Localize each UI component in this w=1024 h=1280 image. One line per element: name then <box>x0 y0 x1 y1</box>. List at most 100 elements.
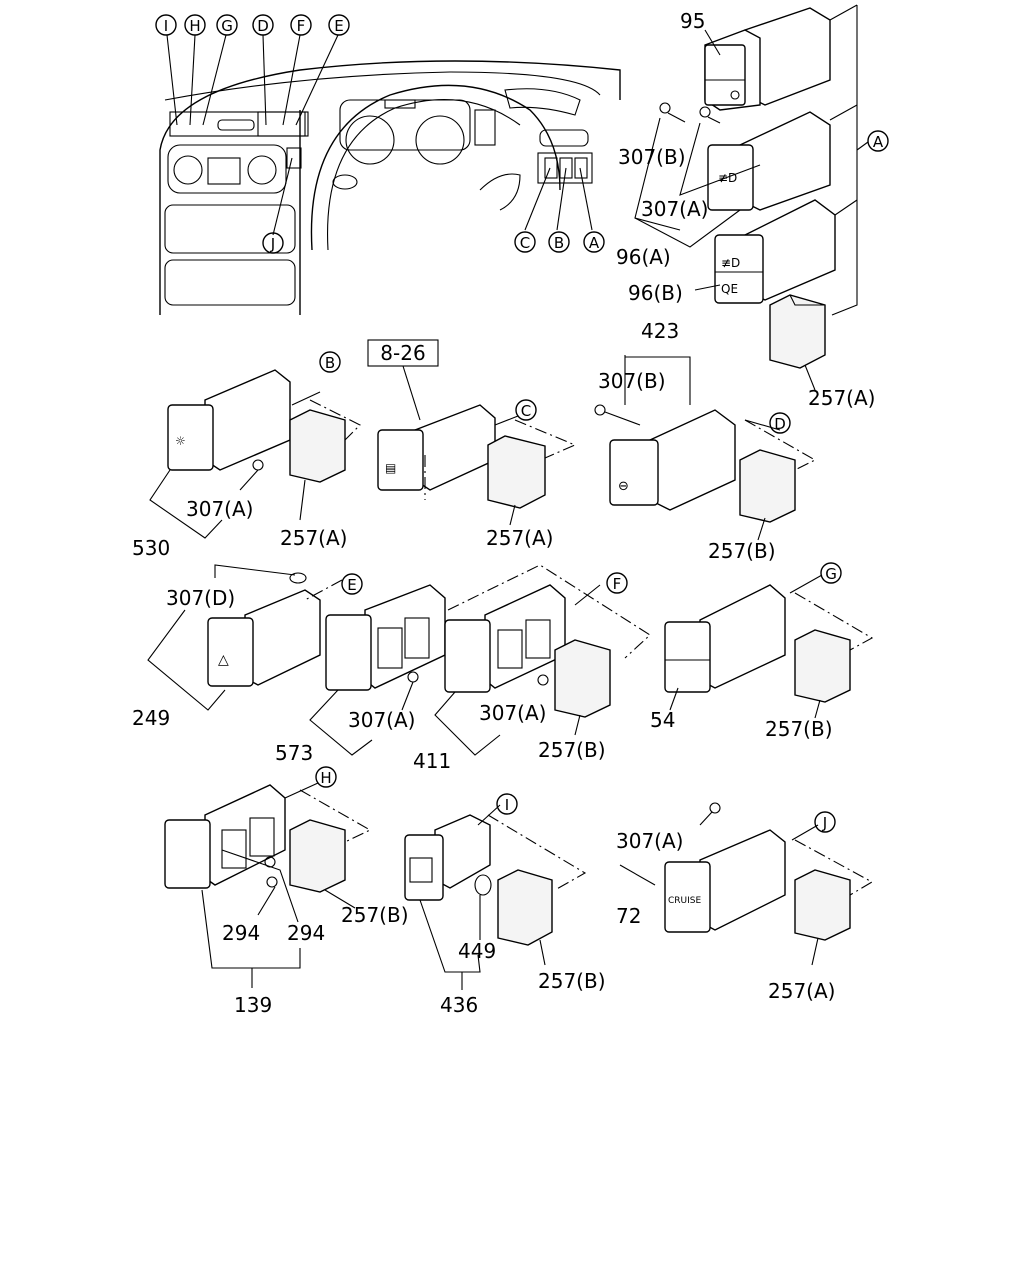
part-label: 257(B) <box>708 539 776 563</box>
svg-text:▤: ▤ <box>385 461 396 475</box>
svg-text:I: I <box>505 796 509 814</box>
part-label: 307(A) <box>616 829 683 853</box>
svg-text:QE: QE <box>721 282 738 296</box>
svg-text:B: B <box>325 354 335 372</box>
part-label: 294 <box>287 921 325 945</box>
part-label: 307(B) <box>598 369 666 393</box>
part-label: 95 <box>680 9 705 33</box>
dashboard-overview <box>159 60 621 315</box>
callout-c-detail: C <box>515 399 537 421</box>
callout-j-detail: J <box>814 811 836 833</box>
part-label: 139 <box>234 993 272 1017</box>
svg-text:H: H <box>320 769 331 787</box>
part-label: 96(B) <box>628 281 683 305</box>
callout-c: C <box>514 231 536 253</box>
callout-b-detail: B <box>319 351 341 373</box>
svg-text:E: E <box>347 576 356 594</box>
svg-text:⊖: ⊖ <box>618 479 629 494</box>
part-label: 257(B) <box>765 717 833 741</box>
detail-callouts: A B C D E F G H I J <box>315 130 889 833</box>
callout-i-detail: I <box>496 793 518 815</box>
part-label: 54 <box>650 708 675 732</box>
row-i <box>404 804 587 990</box>
part-label: 307(D) <box>166 586 235 610</box>
svg-text:A: A <box>589 234 600 252</box>
part-label: 436 <box>440 993 478 1017</box>
ref-box-label: 8-26 <box>380 341 425 365</box>
svg-text:≢D: ≢D <box>718 171 737 185</box>
svg-text:C: C <box>520 234 530 252</box>
part-label: 257(A) <box>768 979 835 1003</box>
overview-callouts: I H G D F E J C B A <box>155 14 605 254</box>
svg-text:B: B <box>554 234 564 252</box>
part-label: 307(A) <box>348 708 415 732</box>
svg-text:D: D <box>774 415 786 433</box>
callout-g-detail: G <box>820 562 842 584</box>
part-label: 96(A) <box>616 245 671 269</box>
switch-96a: ≢D <box>707 111 831 211</box>
svg-text:C: C <box>521 402 531 420</box>
svg-text:G: G <box>825 565 837 583</box>
callout-d-detail: D <box>769 412 791 434</box>
part-label: 294 <box>222 921 260 945</box>
part-label: 257(B) <box>538 969 606 993</box>
row-h <box>164 782 372 988</box>
callout-g: G <box>216 14 238 36</box>
part-label: 249 <box>132 706 170 730</box>
switch-96b: ≢D QE <box>714 199 836 304</box>
part-label: 530 <box>132 536 170 560</box>
callout-h-detail: H <box>315 766 337 788</box>
callout-b: B <box>548 231 570 253</box>
callout-f-detail: F <box>606 572 628 594</box>
part-label: 411 <box>413 749 451 773</box>
part-label: 307(B) <box>618 145 686 169</box>
callout-e: E <box>328 14 350 36</box>
svg-text:≢D: ≢D <box>721 256 740 270</box>
svg-text:F: F <box>297 17 306 35</box>
svg-text:F: F <box>613 575 622 593</box>
part-label: 449 <box>458 939 496 963</box>
callout-i: I <box>155 14 177 36</box>
callout-e-detail: E <box>341 573 363 595</box>
part-label: 257(A) <box>486 526 553 550</box>
part-label: 257(A) <box>280 526 347 550</box>
svg-text:△: △ <box>218 652 229 668</box>
row-f <box>434 564 651 756</box>
part-label: 257(B) <box>341 903 409 927</box>
cap-257a-top <box>769 294 826 369</box>
group-a: ≢D ≢D QE <box>634 4 869 391</box>
part-label: 307(A) <box>186 497 253 521</box>
part-number-labels: 95 307(B) 307(A) 96(A) 96(B) 257(A) 423 … <box>132 9 875 1017</box>
part-label: 257(A) <box>808 386 875 410</box>
row-d: ⊖ <box>594 355 817 541</box>
part-label: 423 <box>641 319 679 343</box>
svg-text:E: E <box>334 17 343 35</box>
callout-j: J <box>262 232 284 254</box>
part-label: 307(A) <box>641 197 708 221</box>
callout-a-detail: A <box>867 130 889 152</box>
svg-text:I: I <box>164 17 168 35</box>
svg-text:A: A <box>873 133 884 151</box>
svg-text:D: D <box>257 17 269 35</box>
row-c: ▤ <box>367 339 577 526</box>
svg-text:J: J <box>822 814 827 832</box>
callout-f: F <box>290 14 312 36</box>
part-label: 257(B) <box>538 738 606 762</box>
part-label: 72 <box>616 904 641 928</box>
part-label: 573 <box>275 741 313 765</box>
svg-text:J: J <box>270 235 275 253</box>
row-j: CRUISE <box>619 802 874 966</box>
callout-a: A <box>583 231 605 253</box>
row-e: △ <box>147 564 343 711</box>
callout-d: D <box>252 14 274 36</box>
screws-307-top <box>659 102 721 124</box>
svg-text:☼: ☼ <box>175 434 186 448</box>
switch-95 <box>704 7 831 111</box>
svg-text:CRUISE: CRUISE <box>668 896 701 906</box>
svg-text:H: H <box>189 17 200 35</box>
row-g <box>664 574 874 719</box>
row-573 <box>309 584 446 756</box>
svg-text:G: G <box>221 17 233 35</box>
callout-h: H <box>184 14 206 36</box>
